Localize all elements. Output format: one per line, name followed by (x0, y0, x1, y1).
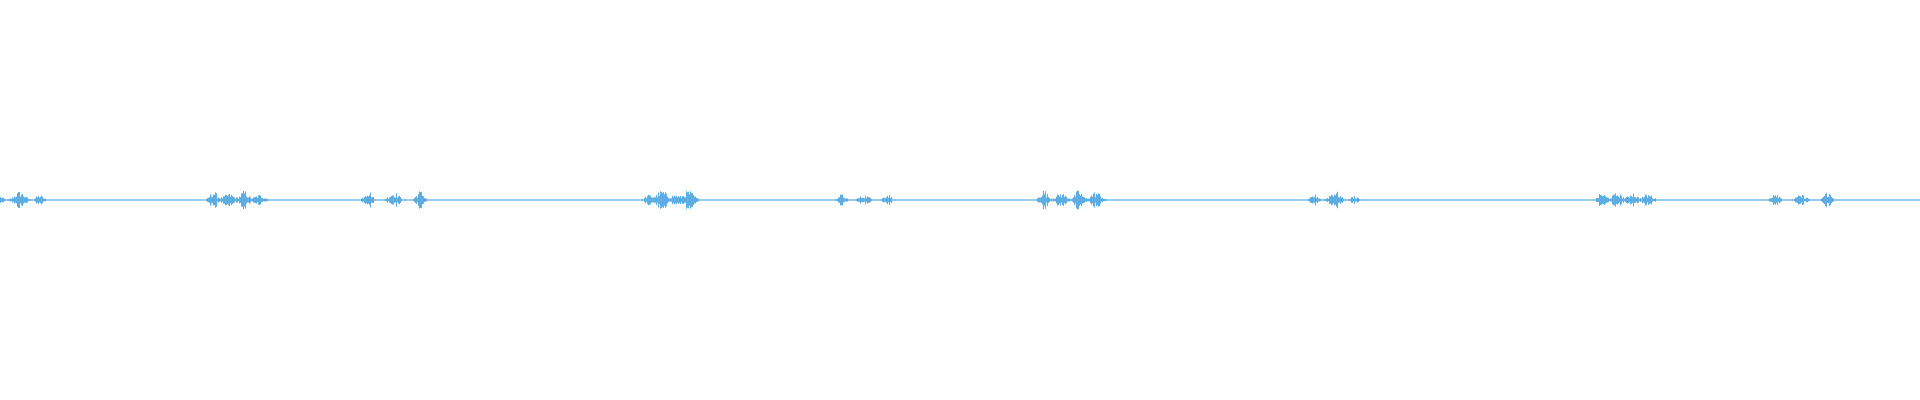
waveform-burst-4 (638, 184, 698, 216)
waveform-signal (0, 190, 1920, 210)
waveform-burst-3 (364, 184, 424, 216)
waveform-burst-8 (1594, 184, 1654, 216)
waveform-burst-2 (206, 184, 266, 216)
waveform-burst-5 (834, 184, 894, 216)
waveform-burst-6 (1039, 184, 1099, 216)
waveform-burst-1 (0, 184, 49, 216)
waveform-burst-7 (1304, 184, 1364, 216)
waveform-burst-9 (1771, 184, 1831, 216)
